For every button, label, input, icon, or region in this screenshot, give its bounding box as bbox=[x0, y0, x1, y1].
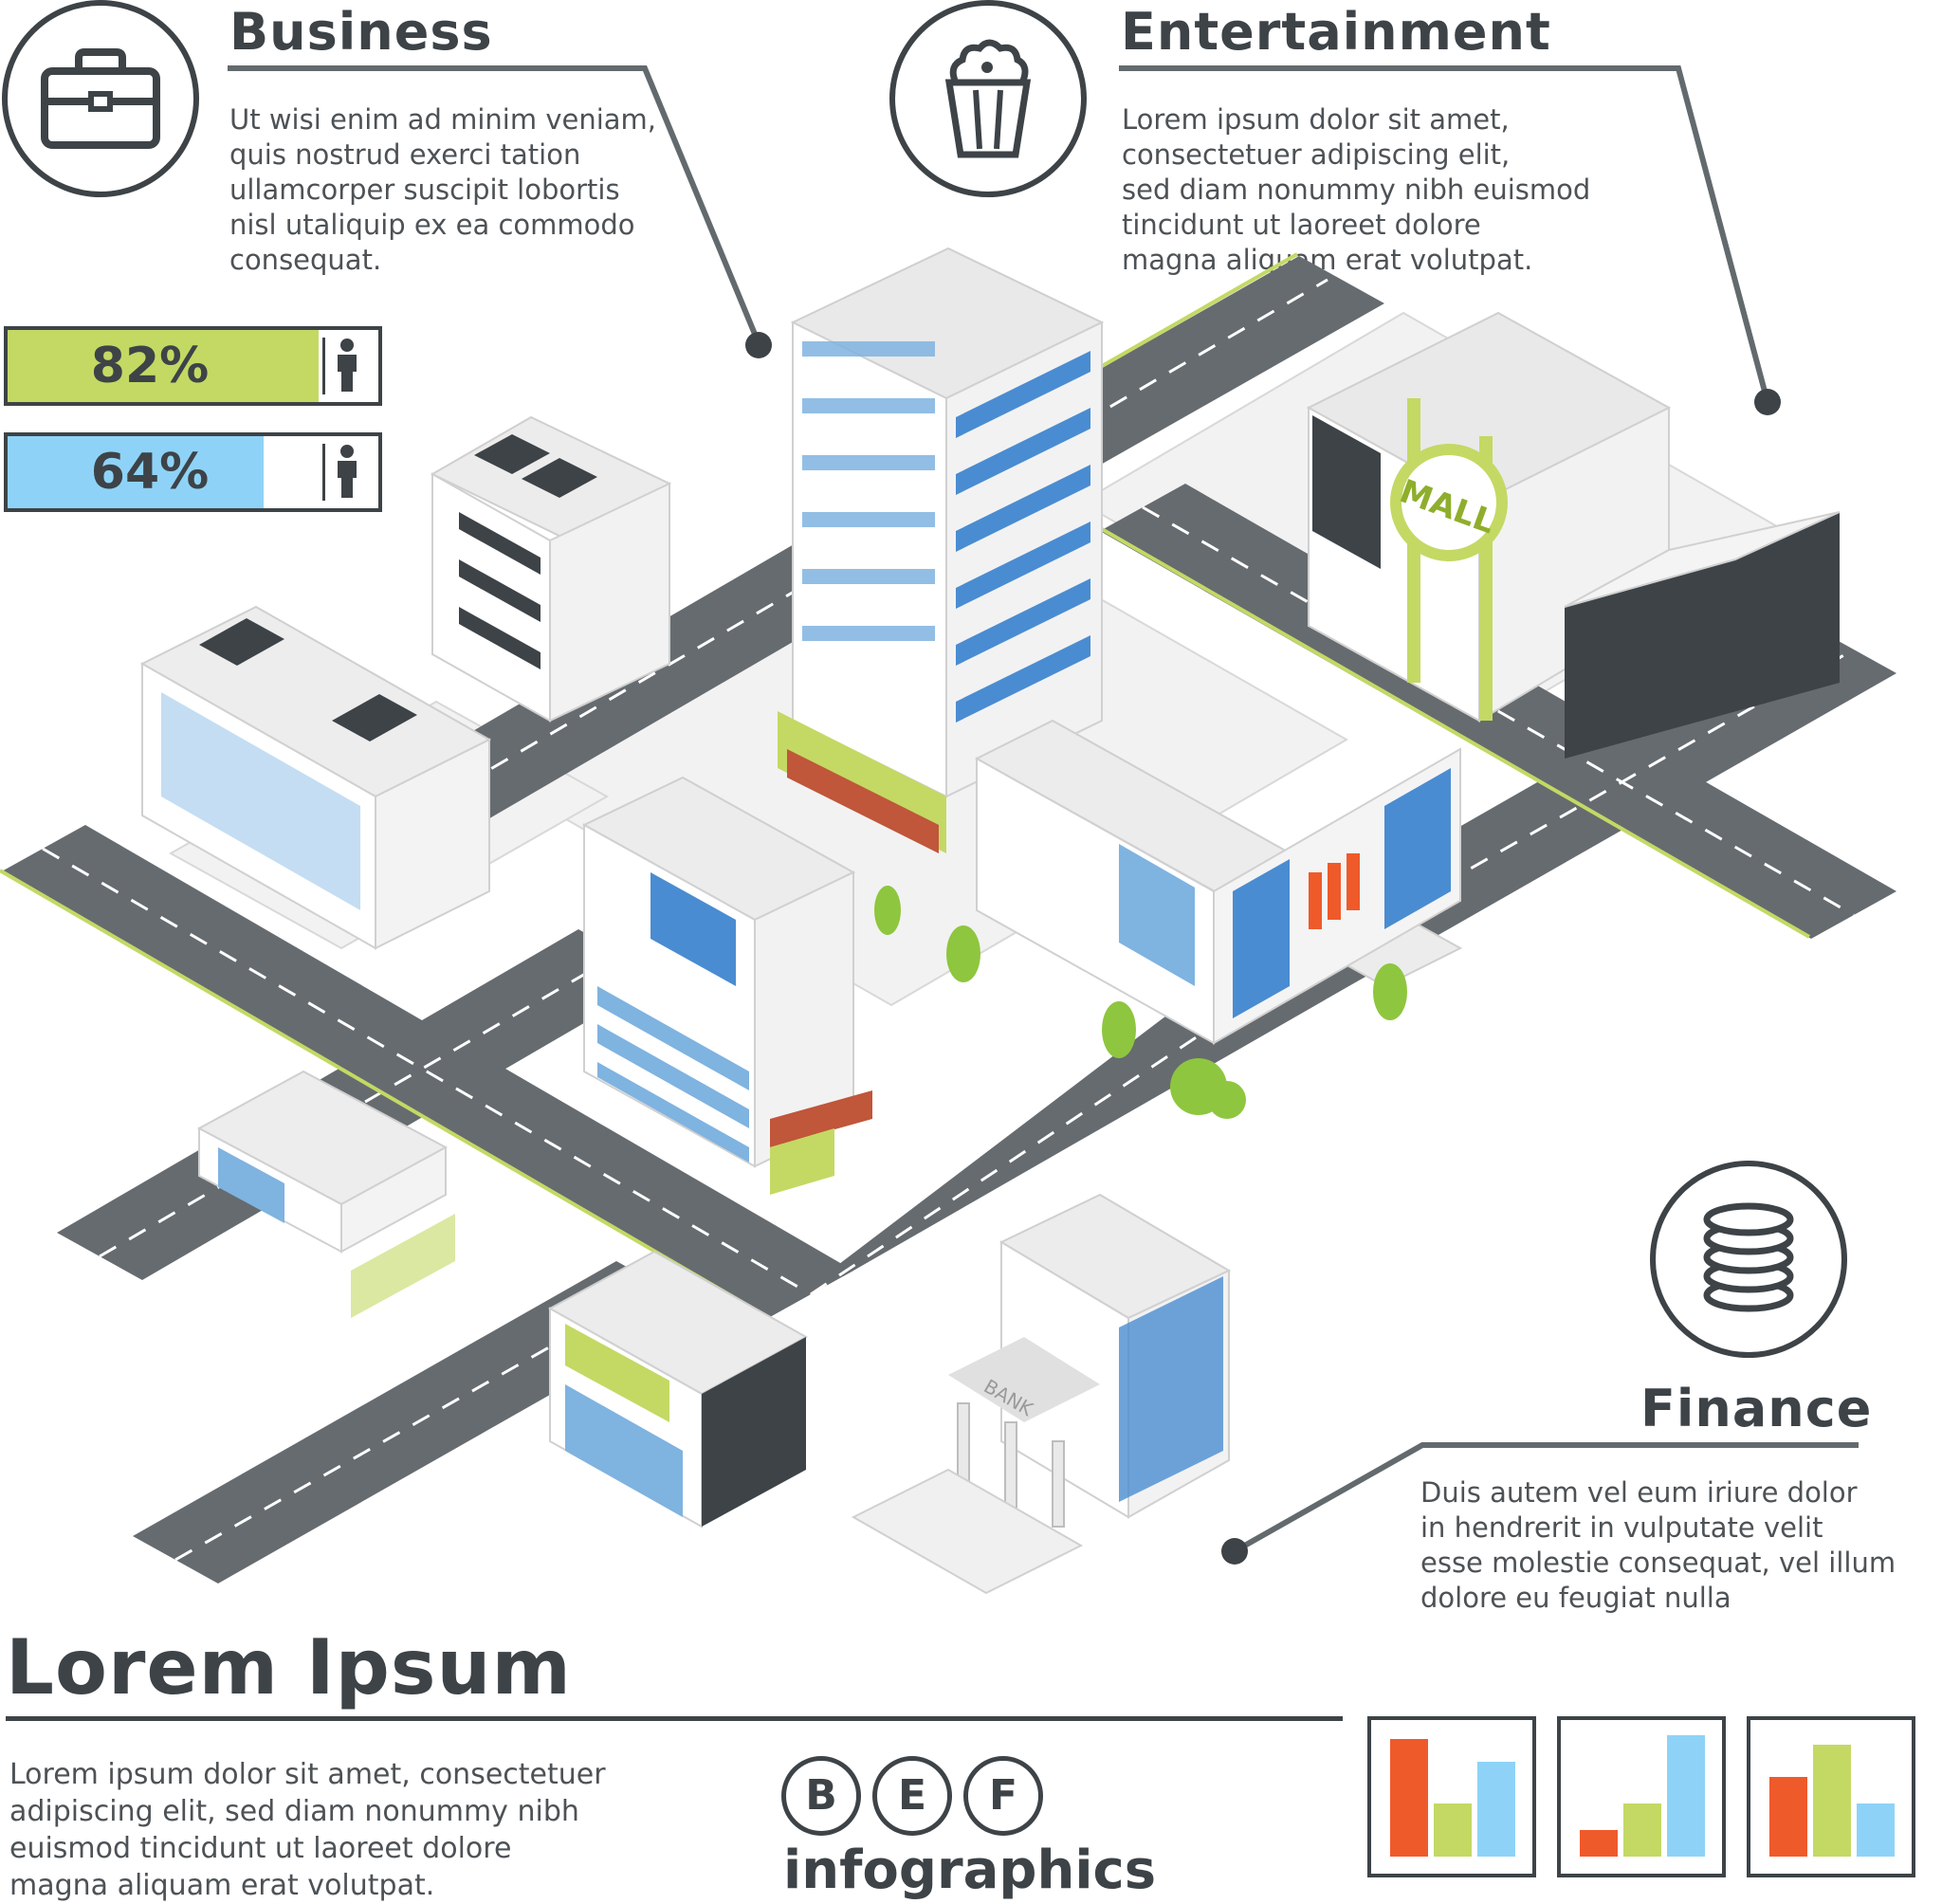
logo-word: infographics bbox=[783, 1840, 1157, 1901]
footer-text: Lorem ipsum dolor sit amet, consectetuer… bbox=[9, 1758, 606, 1902]
stat-bar-1: 82% bbox=[4, 326, 382, 406]
mini-chart-bar bbox=[1857, 1803, 1895, 1857]
mini-chart-3 bbox=[1747, 1716, 1915, 1877]
logo-letter-e: E bbox=[872, 1756, 952, 1836]
right-l-building bbox=[974, 719, 1463, 1045]
stat-bar-1-fill bbox=[8, 330, 320, 402]
footer-divider bbox=[6, 1716, 1343, 1721]
shop-building bbox=[547, 1250, 809, 1529]
finance-icon-circle bbox=[1650, 1161, 1847, 1358]
left-office-block bbox=[139, 605, 492, 950]
stat-bar-2-label: 64% bbox=[90, 444, 210, 501]
trees bbox=[874, 886, 1407, 1119]
business-title: Business bbox=[229, 2, 493, 62]
stat-bar-1-label: 82% bbox=[90, 338, 210, 394]
road-markings bbox=[42, 278, 1855, 1562]
stat-bar-2: 64% bbox=[4, 432, 382, 512]
mini-chart-bar bbox=[1580, 1830, 1618, 1857]
stat-bar-2-fill bbox=[8, 436, 264, 508]
apartment-building bbox=[430, 415, 672, 723]
mini-chart-2 bbox=[1557, 1716, 1726, 1877]
person-icon bbox=[322, 338, 373, 394]
entertainment-icon-circle bbox=[889, 0, 1087, 197]
finance-text: Duis autem vel eum iriure dolor in hendr… bbox=[1420, 1476, 1896, 1614]
connector-dot bbox=[745, 332, 772, 358]
mini-chart-1 bbox=[1367, 1716, 1536, 1877]
footer-heading: Lorem Ipsum bbox=[6, 1623, 572, 1712]
office-tower bbox=[778, 247, 1105, 853]
logo-letter-b: B bbox=[781, 1756, 861, 1836]
mini-chart-bar bbox=[1477, 1762, 1515, 1857]
person-icon bbox=[322, 444, 373, 501]
mini-chart-bar bbox=[1390, 1739, 1428, 1857]
mini-chart-bar bbox=[1667, 1735, 1705, 1857]
mini-chart-bar bbox=[1813, 1745, 1851, 1857]
business-text: Ut wisi enim ad minim veniam, quis nostr… bbox=[229, 103, 657, 276]
entertainment-title: Entertainment bbox=[1121, 2, 1551, 62]
mini-chart-bar bbox=[1623, 1803, 1661, 1857]
bank-building bbox=[851, 1193, 1232, 1595]
small-house bbox=[196, 1070, 455, 1318]
coins-icon bbox=[1703, 1202, 1794, 1312]
briefcase-icon bbox=[41, 48, 160, 149]
business-icon-circle bbox=[2, 0, 199, 197]
mall-building bbox=[1306, 311, 1841, 759]
mini-chart-bar bbox=[1769, 1777, 1807, 1857]
center-building bbox=[581, 776, 872, 1195]
connector-dot bbox=[1221, 1538, 1248, 1565]
connector-lines bbox=[228, 65, 1859, 1554]
finance-title: Finance bbox=[1640, 1379, 1873, 1438]
connector-dot bbox=[1754, 389, 1781, 415]
mini-chart-bar bbox=[1434, 1803, 1472, 1857]
popcorn-icon bbox=[944, 39, 1032, 158]
logo-letter-f: F bbox=[963, 1756, 1043, 1836]
